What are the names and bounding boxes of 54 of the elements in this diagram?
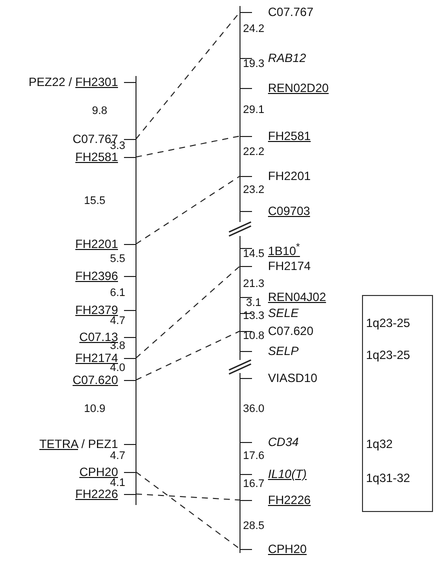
marker-label: CPH20 (0, 465, 136, 479)
distance-value: 9.8 (92, 105, 108, 117)
connector-line (136, 472, 240, 550)
cytogenetic-location-box (362, 295, 433, 512)
distance-value: 17.6 (243, 450, 264, 462)
distance-value: 4.7 (110, 450, 126, 462)
distance-value: 10.9 (84, 403, 106, 415)
distance-value: 15.5 (84, 195, 106, 207)
distance-value: 5.5 (110, 253, 126, 265)
chromosome-band-label: 1q31-32 (366, 471, 410, 485)
marker-label: FH2581 (240, 129, 340, 143)
marker-label: FH2174 (240, 259, 340, 273)
marker-label: CD34 (240, 435, 340, 449)
marker-label: FH2201 (240, 169, 340, 183)
marker-label: VIASD10 (240, 371, 340, 385)
marker-label: FH2201 (0, 237, 136, 251)
distance-value: 29.1 (243, 104, 264, 116)
marker-label: PEZ22 / FH2301 (0, 75, 136, 89)
connector-line (136, 330, 240, 380)
distance-value: 22.2 (243, 146, 264, 158)
distance-value: 3.1 (246, 297, 262, 309)
marker-label: C07.767 (240, 5, 340, 19)
marker-label: FH2226 (0, 487, 136, 501)
marker-label: TETRA / PEZ1 (0, 437, 136, 451)
distance-value: 19.3 (243, 58, 264, 70)
connector-line (136, 494, 240, 500)
marker-label: REN02D20 (240, 81, 340, 95)
marker-label: FH2379 (0, 303, 136, 317)
chromosome-band-label: 1q23-25 (366, 348, 410, 362)
distance-value: 36.0 (243, 403, 264, 415)
distance-value: 23.2 (243, 184, 264, 196)
distance-value: 24.2 (243, 23, 264, 35)
marker-label: SELP (240, 344, 340, 358)
connector-line (136, 266, 240, 358)
distance-value: 14.5 (243, 248, 264, 260)
chromosome-band-label: 1q23-25 (366, 316, 410, 330)
connector-line (136, 136, 240, 158)
connector-line (136, 176, 240, 244)
distance-value: 16.7 (243, 478, 264, 490)
distance-value: 10.8 (243, 330, 264, 342)
distance-value: 13.3 (243, 310, 264, 322)
marker-label: C07.620 (0, 373, 136, 387)
distance-value: 4.7 (110, 315, 126, 327)
distance-value: 28.5 (243, 520, 264, 532)
distance-value: 21.3 (243, 278, 264, 290)
marker-label: FH2226 (240, 493, 340, 507)
distance-value: 6.1 (110, 287, 126, 299)
marker-label: CPH20 (240, 542, 340, 556)
chromosome-band-label: 1q32 (366, 437, 393, 451)
marker-label: C09703 (240, 204, 340, 218)
distance-value: 4.1 (110, 477, 126, 489)
marker-label: FH2396 (0, 269, 136, 283)
marker-label: FH2581 (0, 150, 136, 164)
distance-value: 4.0 (110, 362, 126, 374)
